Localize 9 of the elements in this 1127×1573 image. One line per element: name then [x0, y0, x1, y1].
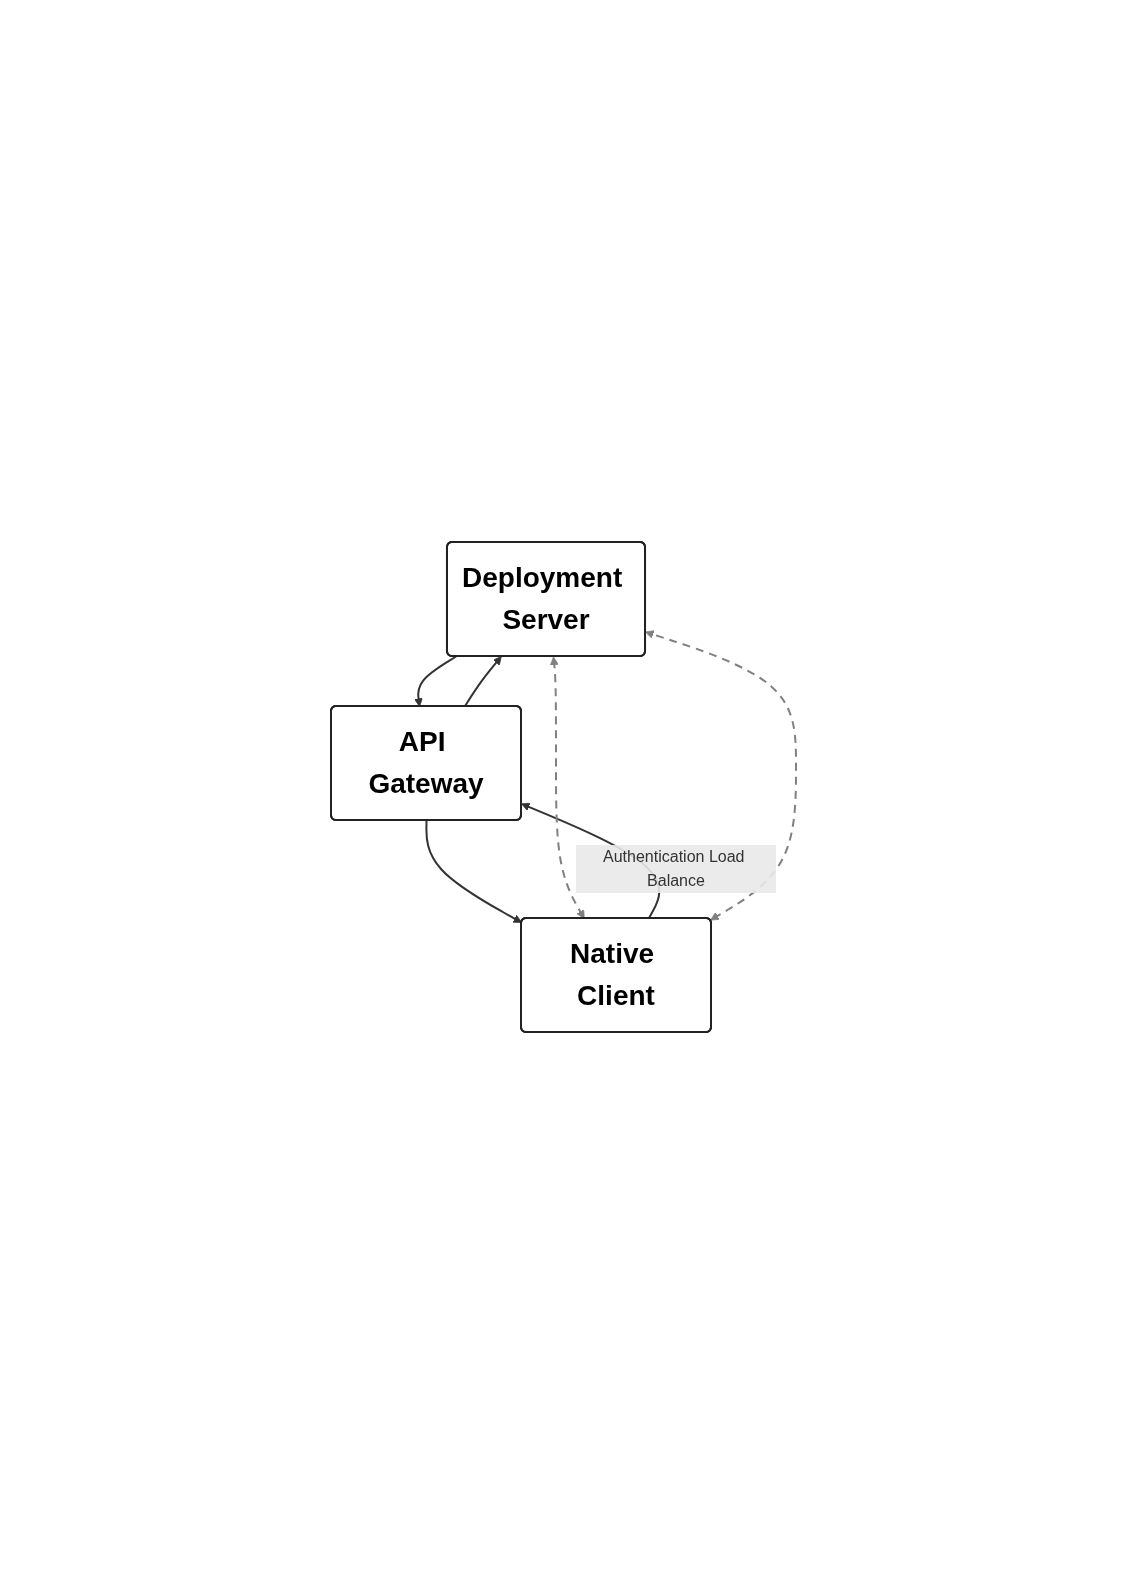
- arrow: [549, 656, 585, 919]
- arrow: [425, 819, 522, 923]
- arrow: [645, 629, 797, 920]
- node-text: Deployment Server: [461, 561, 623, 635]
- node-text: API Gateway: [368, 725, 484, 799]
- edge-label: Authentication Load Balance: [603, 847, 745, 889]
- node-text: Native Client: [570, 937, 655, 1011]
- arrow: [463, 655, 502, 707]
- arrow: [414, 655, 458, 707]
